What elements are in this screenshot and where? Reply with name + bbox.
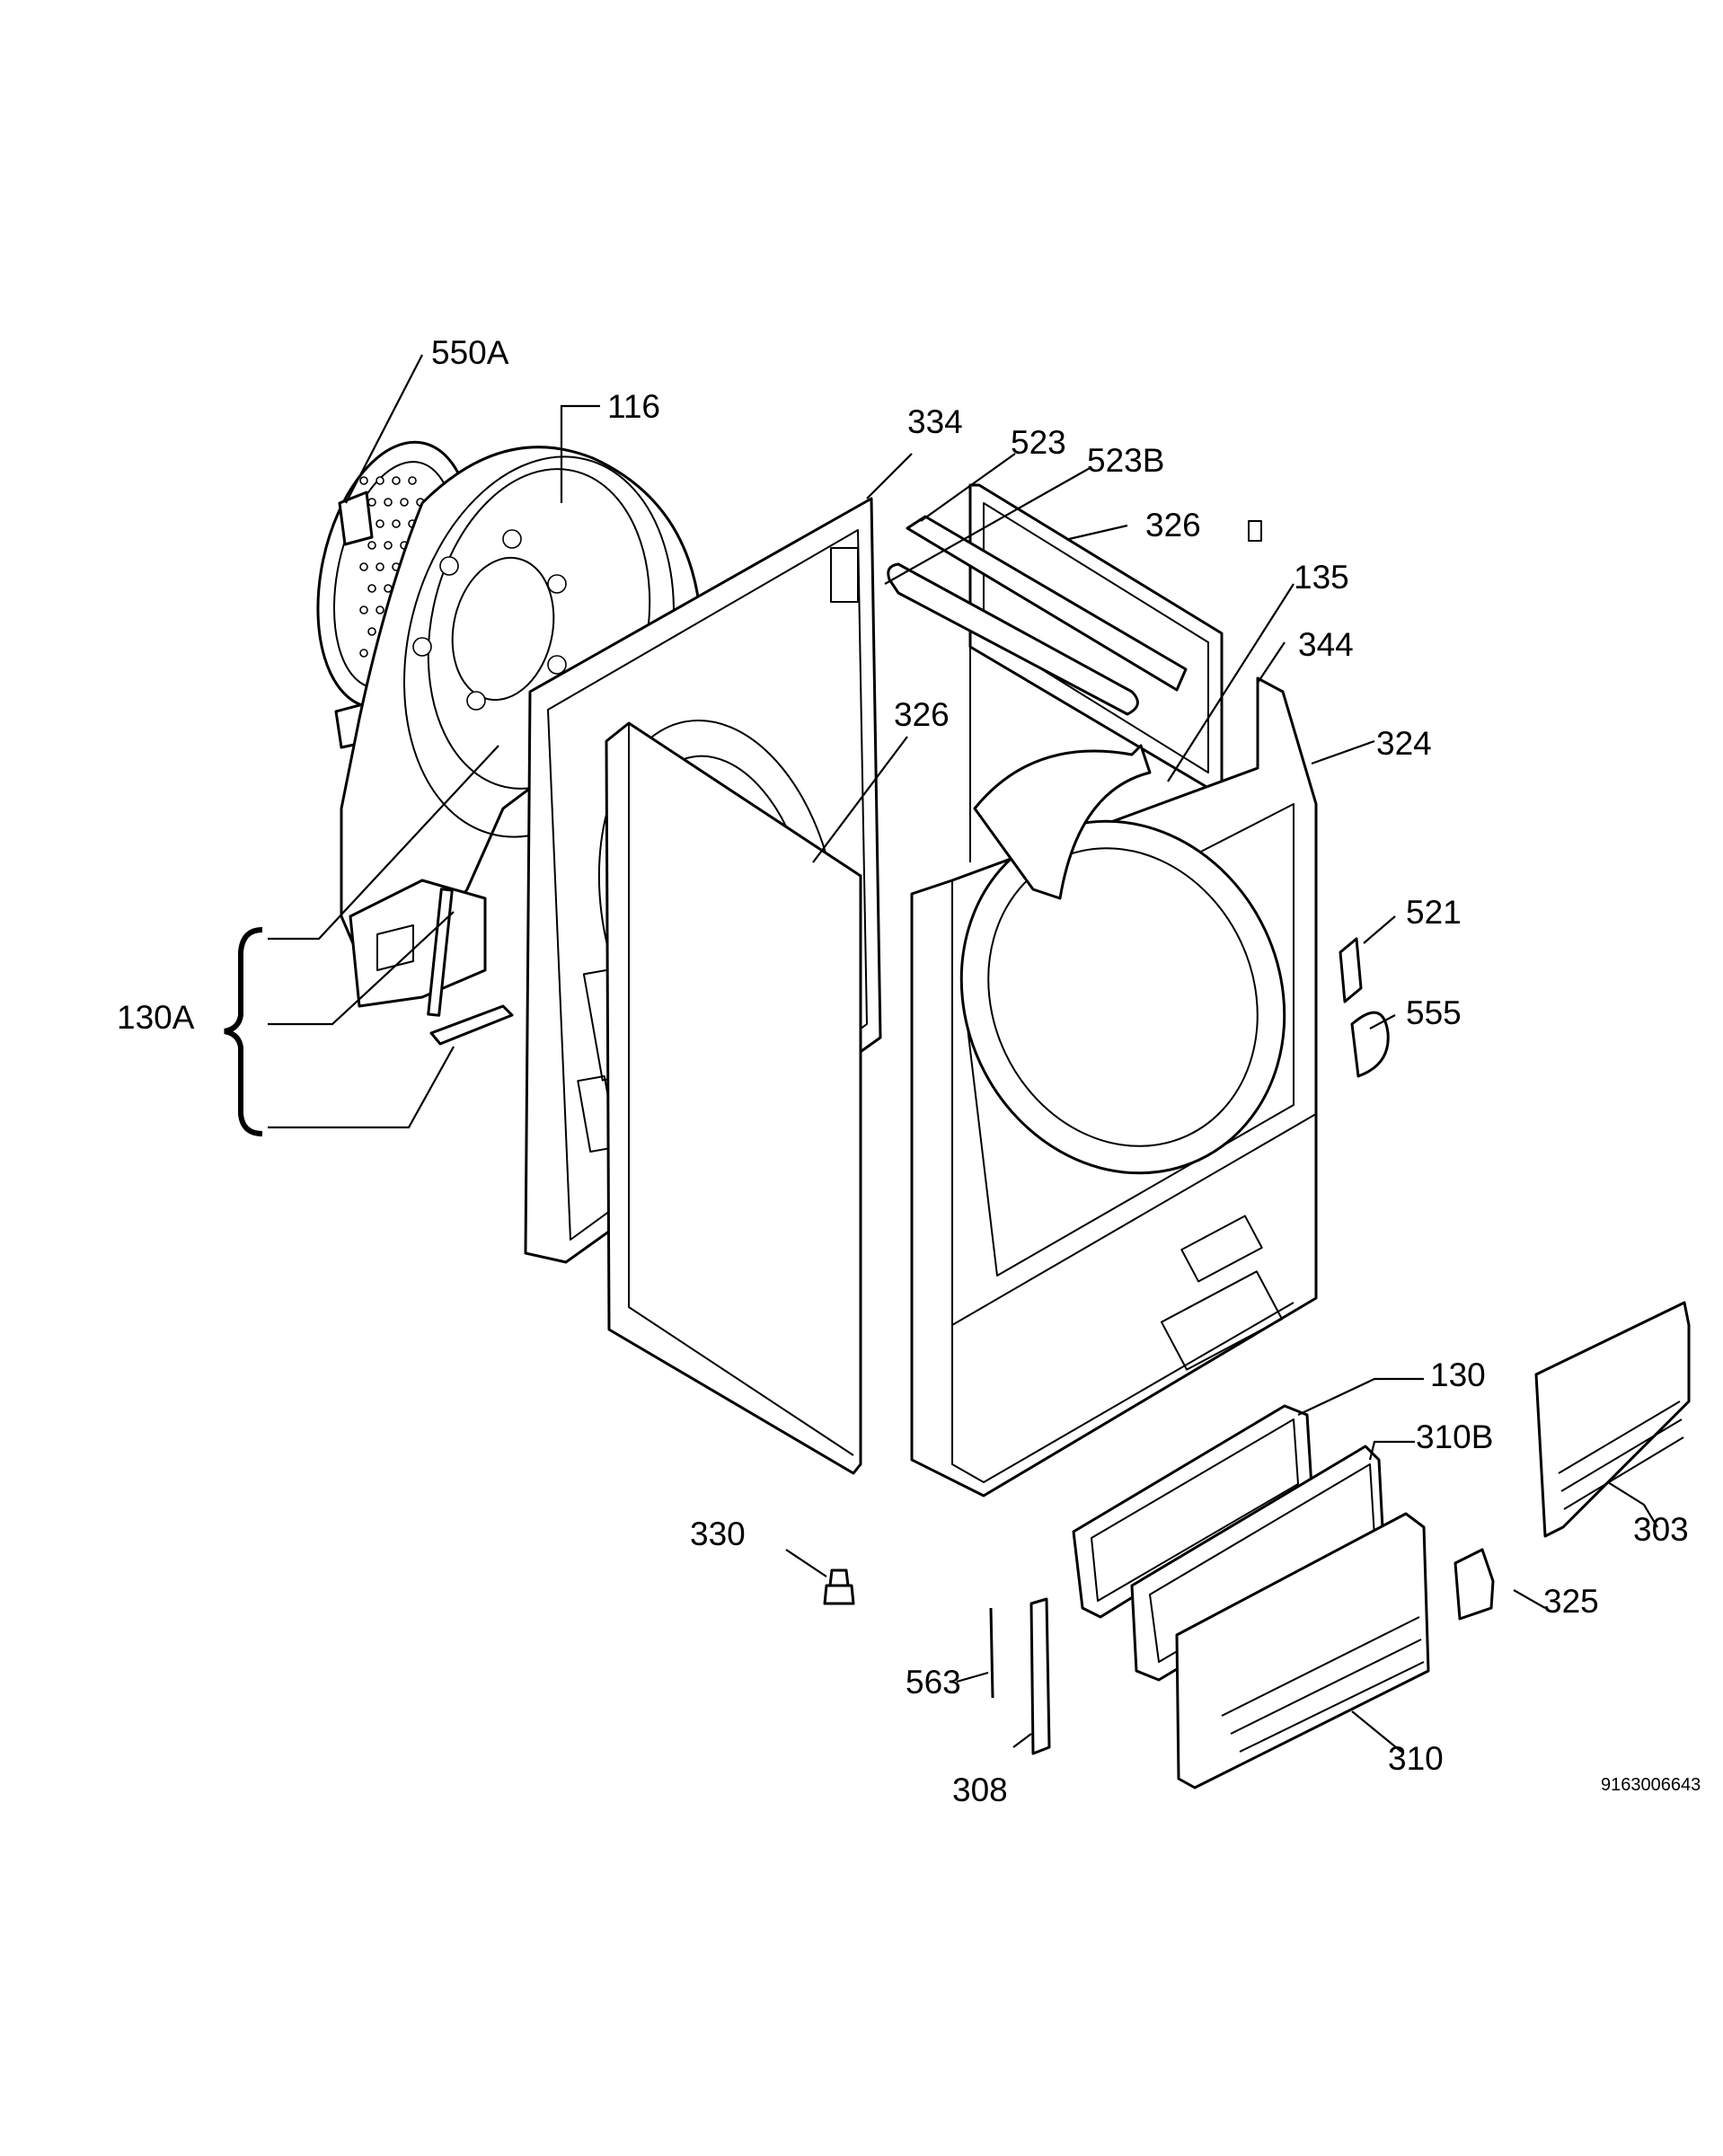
label-344: 344 <box>1298 626 1354 663</box>
drawing-code: 9163006643 <box>1601 1775 1701 1795</box>
label-130A: 130A <box>117 999 195 1036</box>
perforation-dot <box>392 519 401 528</box>
part-side-panel <box>605 721 862 1475</box>
part-filter-drawer <box>1072 1404 1430 1789</box>
perforation-dot <box>359 476 368 485</box>
perforation-dot <box>392 476 401 485</box>
label-310: 310 <box>1388 1740 1444 1777</box>
perforation-dot <box>408 476 417 485</box>
part-small-covers <box>1339 937 1390 1078</box>
label-310B: 310B <box>1416 1418 1493 1455</box>
part-plinth-cover <box>1454 1301 1691 1621</box>
perforation-dot <box>367 541 376 550</box>
perforation-dot <box>359 562 368 571</box>
perforation-dot <box>384 541 393 550</box>
label-116: 116 <box>607 388 660 425</box>
perforation-dot <box>376 476 384 485</box>
label-325: 325 <box>1543 1583 1599 1620</box>
label-130: 130 <box>1430 1356 1486 1393</box>
perforation-dot <box>359 605 368 614</box>
label-521: 521 <box>1406 894 1462 931</box>
perforation-dot <box>400 498 409 507</box>
perforation-dot <box>376 562 384 571</box>
part-labels: 550A 116 334 523 523B 326 135 344 324 32… <box>117 334 1701 1808</box>
label-303: 303 <box>1633 1511 1689 1548</box>
part-front-panel <box>910 520 1318 1498</box>
perforation-dot <box>367 498 376 507</box>
label-523: 523 <box>1011 424 1066 461</box>
perforation-dot <box>367 627 376 636</box>
perforation-dot <box>376 519 384 528</box>
label-330: 330 <box>690 1515 746 1552</box>
label-326-top: 326 <box>1145 507 1201 543</box>
label-334: 334 <box>907 403 963 440</box>
label-550A: 550A <box>431 334 509 371</box>
perforation-dot <box>367 584 376 593</box>
label-523B: 523B <box>1087 442 1164 479</box>
label-324: 324 <box>1376 725 1432 762</box>
label-326-mid: 326 <box>894 696 950 733</box>
perforation-dot <box>384 498 393 507</box>
label-555: 555 <box>1406 994 1462 1031</box>
label-308: 308 <box>952 1772 1008 1808</box>
perforation-dot <box>376 605 384 614</box>
leader-lines <box>224 354 1658 1753</box>
part-top-frame <box>887 483 1224 862</box>
label-563: 563 <box>906 1664 961 1701</box>
label-135: 135 <box>1294 559 1349 596</box>
part-foot-and-strips <box>823 1568 1051 1755</box>
perforation-dot <box>359 649 368 658</box>
